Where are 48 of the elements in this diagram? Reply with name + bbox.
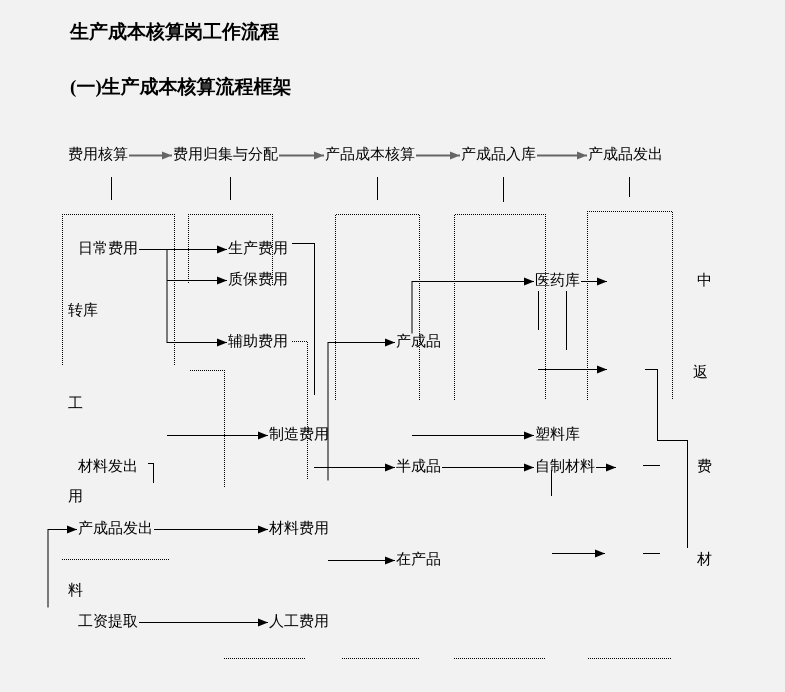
label-text: 费 [697,458,712,476]
label-text: 料 [68,582,83,600]
arrow [138,249,228,346]
step-text: 产品成本核算 [325,146,415,164]
label-text: 转库 [68,302,98,320]
arrow [138,618,268,626]
arrow [154,526,268,534]
step-text: 生产费用 [228,240,288,258]
arrow [580,278,608,286]
arrow [279,152,324,160]
step-text: 自制材料 [535,458,595,476]
step-text: 产成品 [396,333,441,351]
step-text: 制造费用 [269,426,329,444]
step-text: 半成品 [396,458,441,476]
label-text: 工 [68,395,83,413]
arrow [537,152,587,160]
step-text: 在产品 [396,551,441,569]
title: 生产成本核算岗工作流程 [70,21,279,45]
arrow [416,152,460,160]
step-text: 材料发出 [78,458,138,476]
step-text: 工资提取 [78,613,138,631]
label-text: 材 [697,551,712,569]
arrow [412,278,534,334]
step-text: 材料费用 [269,520,329,538]
arrow [412,432,534,440]
arrow [129,152,172,160]
step-text: 日常费用 [78,240,138,258]
step-text: 人工费用 [269,613,329,631]
arrow [314,464,396,472]
arrow [596,464,616,472]
step-text: 产成品入库 [461,146,536,164]
subtitle: (一)生产成本核算流程框架 [70,76,292,100]
label-text: 用 [68,488,83,506]
step-text: 辅助费用 [228,333,288,351]
arrow [48,526,78,608]
arrow [442,464,534,472]
arrow [166,432,268,440]
step-text: 费用归集与分配 [173,146,278,164]
arrow [328,338,396,481]
arrow [328,556,396,564]
label-text: 返 [693,364,708,382]
step-text: 医药库 [535,272,580,290]
step-text: 费用核算 [68,146,128,164]
step-text: 产成品发出 [78,520,153,538]
step-text: 产成品发出 [588,146,663,164]
step-text: 质保费用 [228,271,288,289]
label-text: 中 [697,272,712,290]
step-text: 塑料库 [535,426,580,444]
